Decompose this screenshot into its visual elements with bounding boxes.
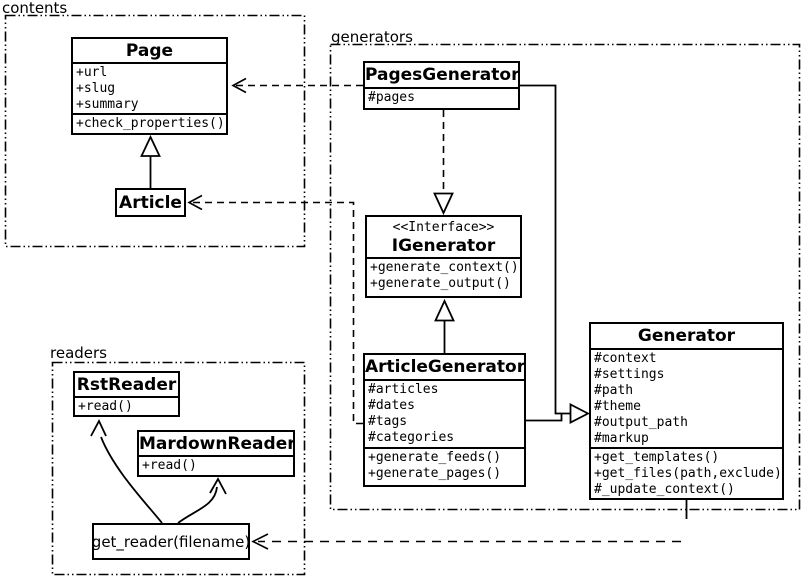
attribute: +url: [76, 65, 108, 81]
package-label-contents: contents: [2, 0, 68, 17]
inheritance-arrowhead-page: [140, 134, 161, 157]
class-articlegenerator: ArticleGenerator #articles #dates #tags …: [363, 353, 526, 487]
dependency-arrowhead-page: [231, 77, 247, 94]
attribute: +slug: [76, 81, 116, 97]
method: +generate_pages(): [368, 466, 502, 481]
attribute: #path: [594, 382, 634, 398]
package-label-generators: generators: [331, 28, 413, 46]
class-article: Article: [115, 188, 186, 217]
attribute: #pages: [368, 90, 415, 105]
class-igenerator-methods: +generate_context() +generate_output(): [367, 259, 520, 293]
attribute: #dates: [368, 398, 415, 413]
class-pagesgenerator: PagesGenerator #pages: [363, 61, 520, 110]
contents-package-border: [4, 14, 306, 248]
arrowhead-markdownreader: [209, 477, 227, 495]
dependency-arrowhead-article: [187, 194, 203, 211]
class-rstreader-methods: +read(): [75, 398, 178, 415]
attribute: #tags: [368, 414, 408, 429]
class-igenerator-title: IGenerator: [391, 236, 496, 256]
class-generator-attributes: #context #settings #path #theme #output_…: [591, 350, 782, 449]
method: +check_properties(): [76, 116, 225, 132]
interface-stereotype: <<Interface>>: [392, 220, 495, 235]
class-page: Page +url +slug +summary +check_properti…: [71, 37, 228, 135]
class-markdownreader: MardownReader +read(): [137, 430, 295, 477]
class-pagesgenerator-attributes: #pages: [365, 89, 518, 107]
node-get-reader: get_reader(filename): [92, 523, 250, 560]
class-markdownreader-title: MardownReader: [139, 432, 293, 458]
attribute: #markup: [594, 430, 649, 446]
edge-pagesgenerator-to-generator: [520, 84, 570, 415]
class-rstreader-title: RstReader: [75, 373, 178, 398]
attribute: #output_path: [594, 414, 688, 430]
class-generator-methods: +get_templates() +get_files(path,exclude…: [591, 449, 782, 498]
class-generator: Generator #context #settings #path #them…: [589, 322, 784, 500]
edge-articlegenerator-to-generator: [526, 413, 563, 422]
method: +read(): [78, 398, 133, 414]
class-page-attributes: +url +slug +summary: [73, 64, 226, 116]
method: +get_templates(): [594, 449, 720, 465]
class-page-methods: +check_properties(): [73, 115, 226, 133]
class-articlegenerator-attributes: #articles #dates #tags #categories: [365, 381, 524, 449]
realization-arrowhead-igenerator: [433, 192, 454, 216]
class-articlegenerator-title: ArticleGenerator: [365, 355, 524, 381]
generators-package-border: [329, 43, 801, 511]
class-articlegenerator-methods: +generate_feeds() +generate_pages(): [365, 449, 524, 483]
class-rstreader: RstReader +read(): [73, 371, 180, 417]
class-generator-title: Generator: [591, 324, 782, 350]
attribute: #settings: [594, 366, 665, 382]
class-markdownreader-methods: +read(): [139, 457, 293, 475]
inheritance-arrowhead-igenerator: [434, 298, 455, 322]
method: +generate_output(): [370, 276, 511, 291]
method: +get_files(path,exclude): [594, 465, 782, 481]
method: +generate_context(): [370, 260, 519, 275]
method: +read(): [142, 458, 197, 474]
attribute: +summary: [76, 97, 139, 113]
inheritance-arrowhead-generator: [569, 403, 590, 424]
dependency-arrowhead-getreader: [251, 533, 269, 550]
attribute: #theme: [594, 398, 641, 414]
method: #_update_context(): [594, 481, 735, 497]
method: +generate_feeds(): [368, 450, 502, 465]
readers-package-border: [51, 361, 306, 576]
class-igenerator-header: <<Interface>> IGenerator: [367, 217, 520, 259]
package-label-readers: readers: [50, 344, 107, 362]
attribute: #context: [594, 350, 657, 366]
class-igenerator: <<Interface>> IGenerator +generate_conte…: [365, 215, 522, 298]
edge-getreader-to-markdownreader: [177, 486, 218, 524]
node-get-reader-label: get_reader(filename): [91, 532, 251, 551]
attribute: #articles: [368, 382, 439, 397]
arrowhead-rstreader: [90, 418, 107, 437]
edge-getreader-to-rstreader: [100, 436, 163, 524]
class-page-title: Page: [73, 39, 226, 65]
attribute: #categories: [368, 430, 455, 445]
edge-articlegenerator-to-article: [193, 201, 363, 425]
class-article-title: Article: [119, 192, 182, 213]
class-pagesgenerator-title: PagesGenerator: [365, 63, 518, 89]
